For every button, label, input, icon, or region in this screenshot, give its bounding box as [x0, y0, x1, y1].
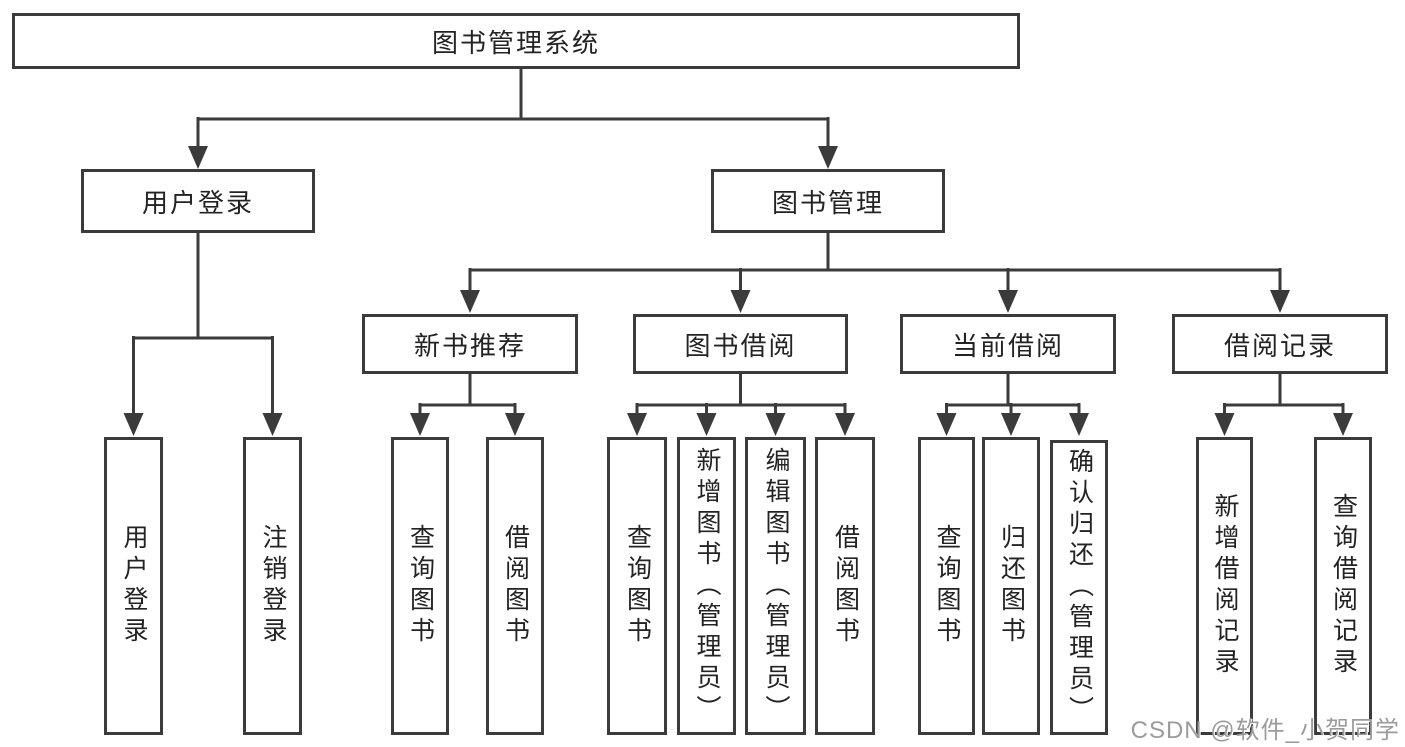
leaf-borrowing-edit-books-admin: 编辑图书（管理员） — [745, 437, 806, 735]
edge-current-borrowing-to-leaves — [936, 373, 1089, 436]
node-new-book-recommendation: 新书推荐 — [362, 314, 578, 374]
edge-new-book-recommendation-to-leaves — [410, 373, 525, 436]
watermark: CSDN @软件_小贺同学 — [1130, 717, 1400, 744]
leaf-newbooks-query-books: 查询图书 — [391, 437, 449, 735]
leaf-borrowing-query-books: 查询图书 — [607, 437, 667, 735]
leaf-logout: 注销登录 — [243, 437, 302, 735]
node-current-borrowing: 当前借阅 — [900, 314, 1116, 374]
leaf-borrowing-add-books-admin: 新增图书（管理员） — [677, 437, 736, 735]
leaf-current-return-books: 归还图书 — [982, 437, 1040, 735]
edge-user-login-to-leaves — [123, 233, 283, 436]
leaf-records-add-record: 新增借阅记录 — [1196, 437, 1253, 735]
leaf-borrowing-borrow-books: 借阅图书 — [815, 437, 875, 735]
edge-borrowing-records-to-leaves — [1214, 373, 1353, 436]
leaf-user-login: 用户登录 — [104, 437, 163, 735]
edge-book-borrowing-to-leaves — [627, 373, 855, 436]
node-book-management: 图书管理 — [711, 169, 945, 233]
leaf-newbooks-borrow-books: 借阅图书 — [486, 437, 544, 735]
node-root: 图书管理系统 — [12, 13, 1020, 69]
edge-root-to-level2 — [188, 67, 838, 169]
leaf-current-confirm-return-admin: 确认归还（管理员） — [1050, 440, 1108, 735]
node-user-login: 用户登录 — [81, 169, 315, 233]
node-borrowing-records: 借阅记录 — [1172, 314, 1388, 374]
node-book-borrowing: 图书借阅 — [633, 314, 848, 374]
leaf-records-query-record: 查询借阅记录 — [1314, 437, 1372, 735]
edge-book-management-to-sections — [460, 233, 1290, 313]
leaf-current-query-books: 查询图书 — [918, 437, 975, 735]
